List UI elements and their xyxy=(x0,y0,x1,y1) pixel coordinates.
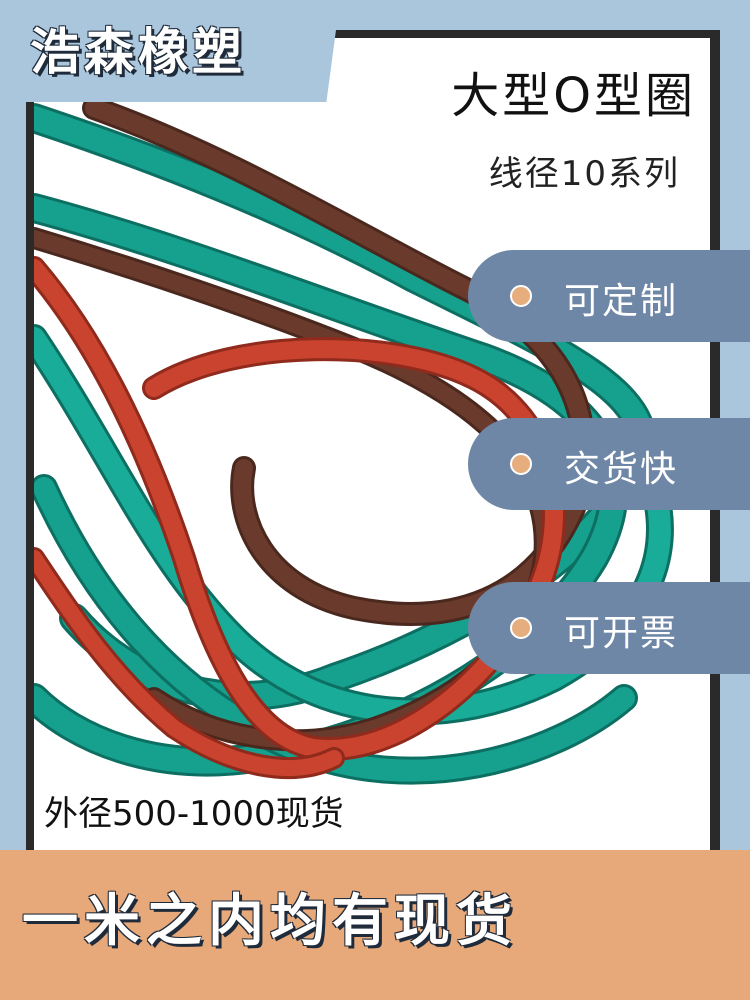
bottom-banner xyxy=(0,850,750,1000)
feature-badge-invoice: 可开票 xyxy=(468,582,750,674)
product-subtitle: 线径10系列 xyxy=(488,154,680,194)
feature-label: 可定制 xyxy=(564,281,679,322)
bottom-banner-text: 一米之内均有现货 xyxy=(22,889,518,954)
bullet-dot-icon xyxy=(510,453,532,475)
bullet-dot-icon xyxy=(510,285,532,307)
brand-tab xyxy=(0,0,340,102)
stock-note: 外径500-1000现货 xyxy=(44,794,344,834)
brand-logo-text: 浩森橡塑 xyxy=(30,23,246,81)
rubber-cord-rings-image xyxy=(34,96,674,785)
feature-label: 交货快 xyxy=(564,449,679,490)
feature-badge-custom: 可定制 xyxy=(468,250,750,342)
product-title: 大型O型圈 xyxy=(451,68,696,124)
feature-badge-fast-delivery: 交货快 xyxy=(468,418,750,510)
feature-label: 可开票 xyxy=(564,613,679,654)
bullet-dot-icon xyxy=(510,617,532,639)
